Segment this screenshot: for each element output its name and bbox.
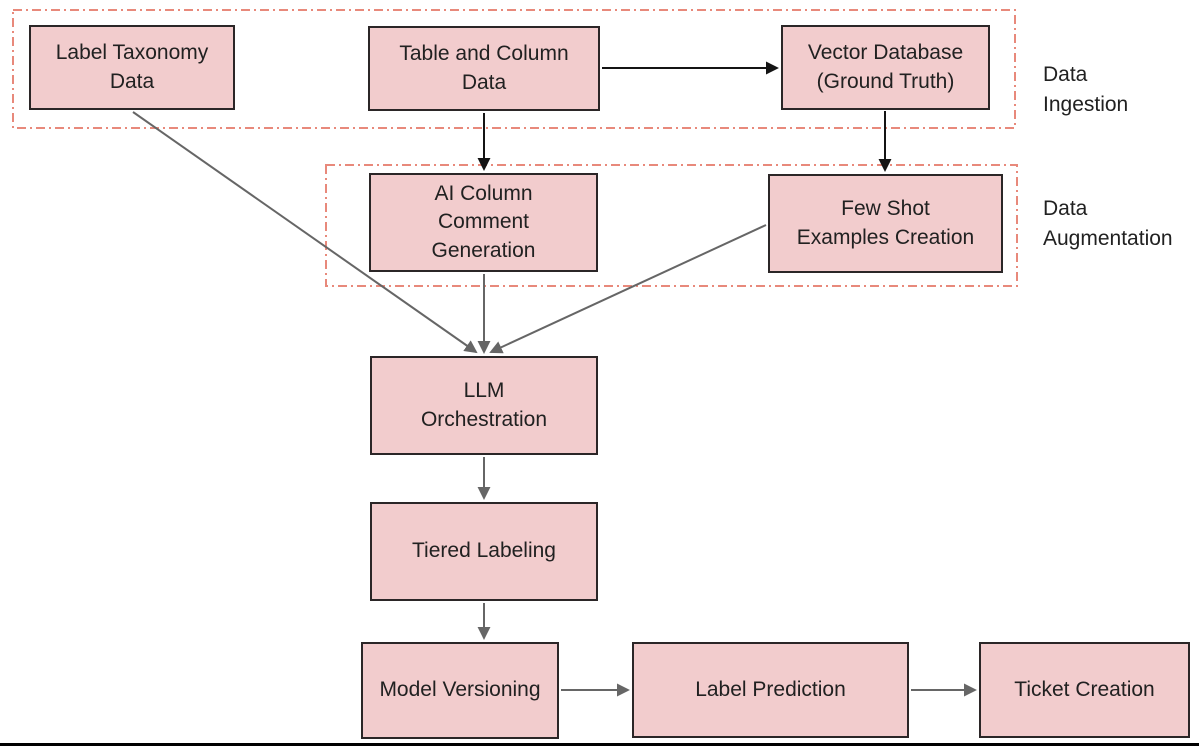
node-tiered-labeling: Tiered Labeling <box>370 502 598 601</box>
bottom-border-line <box>0 743 1199 746</box>
node-ai-column-comment-generation: AI Column Comment Generation <box>369 173 598 272</box>
node-label-taxonomy-data: Label Taxonomy Data <box>29 25 235 110</box>
data-ingestion-region-label: Data Ingestion <box>1043 63 1129 116</box>
node-model-versioning: Model Versioning <box>361 642 559 739</box>
node-table-and-column-data: Table and Column Data <box>368 26 600 111</box>
edge-label-taxonomy-to-llm-orchestration <box>132 111 478 354</box>
edge-few-shot-examples-to-llm-orchestration <box>489 224 767 354</box>
data-augmentation-region-outline <box>325 164 1018 287</box>
node-ticket-creation: Ticket Creation <box>979 642 1190 738</box>
node-few-shot-examples-creation: Few Shot Examples Creation <box>768 174 1003 273</box>
node-label-prediction: Label Prediction <box>632 642 909 738</box>
data-ingestion-region-outline <box>12 9 1016 129</box>
node-vector-database-ground-truth: Vector Database (Ground Truth) <box>781 25 990 110</box>
data-augmentation-region-label: Data Augmentation <box>1043 197 1173 250</box>
node-llm-orchestration: LLM Orchestration <box>370 356 598 455</box>
